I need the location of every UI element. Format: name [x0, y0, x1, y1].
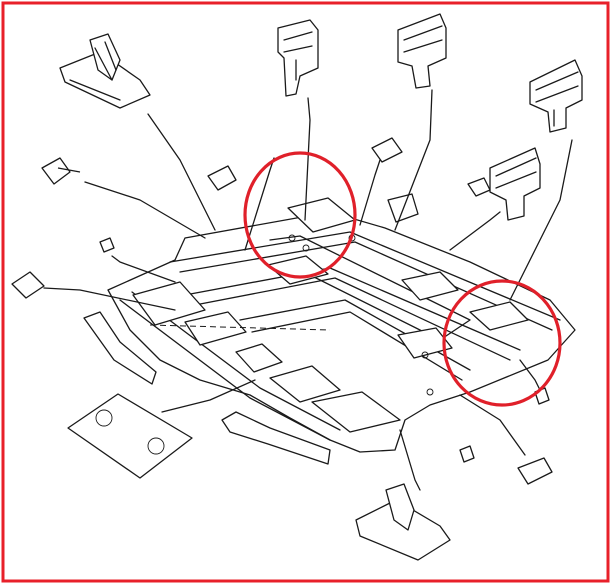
top-left-bracket [59, 33, 151, 109]
floor-pan-2 [184, 311, 247, 346]
floor-pan-8 [401, 271, 459, 301]
floor-hole-2 [421, 351, 429, 359]
floor-pan-1 [132, 281, 206, 326]
lower-left-plate [67, 393, 193, 479]
floor-pan-5 [311, 391, 401, 433]
right-lower-bracket [517, 457, 553, 485]
small-bolt-a [99, 237, 115, 253]
small-clip-c [467, 177, 491, 197]
left-reinforcement [83, 311, 157, 385]
center-tunnel [269, 235, 471, 341]
floor-pan-4 [269, 365, 341, 403]
front-cross-member [169, 231, 561, 331]
floor-panel-assembly [107, 197, 576, 453]
reference-line [149, 324, 331, 331]
small-clip-a [207, 165, 237, 191]
floor-hole-3 [426, 388, 434, 396]
small-clip-b [371, 137, 403, 163]
top-clip-2 [397, 13, 447, 89]
floor-pan-3 [235, 343, 283, 373]
top-clip-1 [277, 19, 319, 97]
floor-hole-1 [288, 234, 296, 242]
floor-hole-5 [302, 244, 310, 252]
top-right-clip [529, 59, 583, 133]
bottom-bracket [355, 483, 451, 561]
highlight-circle-right [442, 279, 562, 407]
left-small-bracket [41, 157, 81, 185]
side-sill-left [119, 291, 341, 441]
small-bolt-b [459, 445, 475, 463]
floor-pan-10 [469, 301, 529, 331]
highlight-circle-center [243, 151, 357, 279]
right-clip [489, 147, 541, 221]
floor-pan-9 [397, 327, 453, 359]
lower-reinforcement [221, 411, 331, 465]
far-left-bracket [11, 271, 45, 299]
